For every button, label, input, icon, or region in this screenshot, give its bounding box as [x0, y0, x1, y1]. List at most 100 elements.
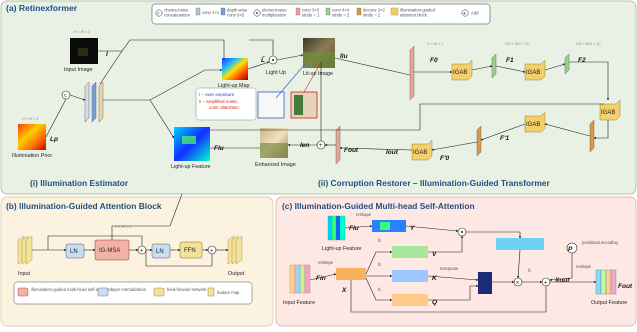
c-sym-Y: Y: [410, 225, 415, 232]
c-output-feature-label: Output Feature: [591, 300, 627, 306]
conv1-icon: [195, 7, 201, 16]
light-up-map-image: [222, 58, 248, 80]
deconv-icon: [356, 7, 362, 16]
enhanced-image-label: Enhanced Image: [255, 162, 296, 168]
line-igab-up2: [480, 123, 526, 141]
c-multiply-1-dot: [461, 231, 463, 233]
c-output-feature-4: [610, 269, 617, 295]
legend-a-box: [151, 3, 491, 25]
sym-F1p: F'1: [500, 135, 510, 142]
dwconv-icon: [220, 7, 226, 16]
sym-I: I: [106, 51, 108, 58]
lit-up-image-label: Lit-up Image: [303, 71, 333, 77]
b-legend-1: layer normalization: [111, 287, 147, 292]
c-line-1: [344, 224, 373, 229]
lit-up-image-grass: [303, 52, 335, 68]
line-igab-down: [471, 65, 493, 71]
b-input-feature-3: [25, 235, 33, 265]
c-Y-matrix-detail: [380, 222, 390, 230]
legend-a-item-1b: conv 5×5: [227, 13, 245, 18]
sym-L: L̄: [261, 55, 265, 64]
panel-a-title: (a) Retinexformer: [6, 3, 78, 13]
c-sym-Fout: Fout: [618, 283, 633, 290]
legend-a-item-1: depth-wise: [227, 7, 248, 12]
light-up-label: Light Up: [266, 70, 286, 76]
c-line-5: [309, 273, 337, 281]
sym-F0: F0: [430, 57, 438, 64]
c-line-10: [428, 284, 479, 301]
c-reshape-1: reshape: [356, 212, 372, 217]
legend-a-item-7: Add: [471, 11, 479, 16]
c-Q-matrix: [392, 294, 428, 306]
legend-a-item-3: conv 3×3: [302, 7, 320, 12]
down-2: [564, 53, 570, 75]
c-sym-X: X: [341, 287, 347, 294]
c-line-4: [466, 231, 522, 239]
concat-node-letter: c: [64, 93, 67, 99]
sym-F0p: F'0: [440, 155, 450, 162]
c-sym-K: K: [432, 275, 438, 282]
c-line-14: [549, 253, 573, 282]
c-fc-k: fc: [378, 262, 381, 267]
line-multiply-litup: [276, 54, 304, 61]
igab-5: [411, 139, 433, 161]
light-up-map-label: Light-up Map: [218, 83, 249, 89]
panel-c-title: (c) Illumination-Guided Multi-head Self-…: [282, 201, 475, 211]
panel-c: Flu Light-up Feature reshape Y Fin Input…: [283, 212, 633, 313]
legend-a-item-4: conv 4×4: [332, 7, 350, 12]
line-callout-ii: [303, 63, 321, 93]
line-igab-up: [593, 120, 609, 140]
legend-a-item-4b: stride = 2: [332, 13, 350, 18]
conv3-in: [409, 45, 415, 101]
conv4-icon: [325, 7, 331, 16]
legend-a-item-2: element-wise: [262, 7, 287, 12]
line-to-lightmap: [205, 39, 225, 58]
conv3-out: [335, 125, 341, 165]
c-input-feature-3: [299, 264, 306, 294]
b-legend-2: feed-forward network: [167, 287, 207, 292]
restorer-add-plus: +: [319, 143, 323, 149]
igab-icon: [390, 7, 399, 16]
c-line-2: [405, 225, 459, 233]
dim-f1: H/2 × W/2 × 2C: [505, 42, 530, 46]
c-transpose: transpose: [440, 266, 459, 271]
line-up-igab: [544, 123, 591, 137]
concat-icon: [155, 9, 163, 17]
callout-ii2: color distortion: [209, 105, 239, 110]
b-add-2-plus: +: [210, 248, 214, 254]
b-dim: H × W × C: [115, 225, 132, 229]
line-litup-conv: [334, 57, 411, 76]
panel-a-background: [0, 0, 637, 195]
b-add-1-plus: +: [140, 248, 144, 254]
line-concat-conv: [69, 94, 86, 101]
b-input-label: Input: [18, 271, 30, 277]
c-matmul-x: ×: [516, 280, 520, 286]
sym-Ien: Ien: [300, 142, 309, 149]
dwconv-block: [91, 81, 97, 123]
up-1: [589, 119, 595, 153]
illumination-prior-label: Illumination Prior: [12, 153, 52, 159]
enhanced-image-grass: [260, 143, 288, 158]
line-prior-concat: [45, 98, 67, 138]
c-X-matrix: [336, 268, 366, 280]
igab-4: [524, 111, 546, 133]
b-skip-2: [145, 250, 213, 267]
b-legend-0: illumination-guided multi-head self-atte…: [31, 287, 112, 292]
b-legend-3: feature map: [217, 290, 240, 295]
sym-Flu: Flu: [214, 145, 224, 152]
c-output-feature-1: [595, 269, 602, 295]
sym-Iout-restorer: Iout: [386, 149, 399, 156]
input-image-detail: [78, 48, 88, 56]
c-output-feature-3: [605, 269, 612, 295]
c-sym-Q: Q: [432, 299, 437, 306]
c-sym-Fin: Fin: [316, 275, 326, 282]
b-igmsa-label: IG-MSA: [99, 248, 120, 254]
line-map-multiply: [247, 61, 270, 70]
illumination-prior-image: [18, 124, 46, 150]
callout-i: i – over exposure: [199, 92, 235, 97]
estimator-caption: (i) Illumination Estimator: [30, 178, 129, 188]
b-legend-igmsa-icon: [17, 287, 29, 297]
c-attention-map: [478, 272, 492, 294]
